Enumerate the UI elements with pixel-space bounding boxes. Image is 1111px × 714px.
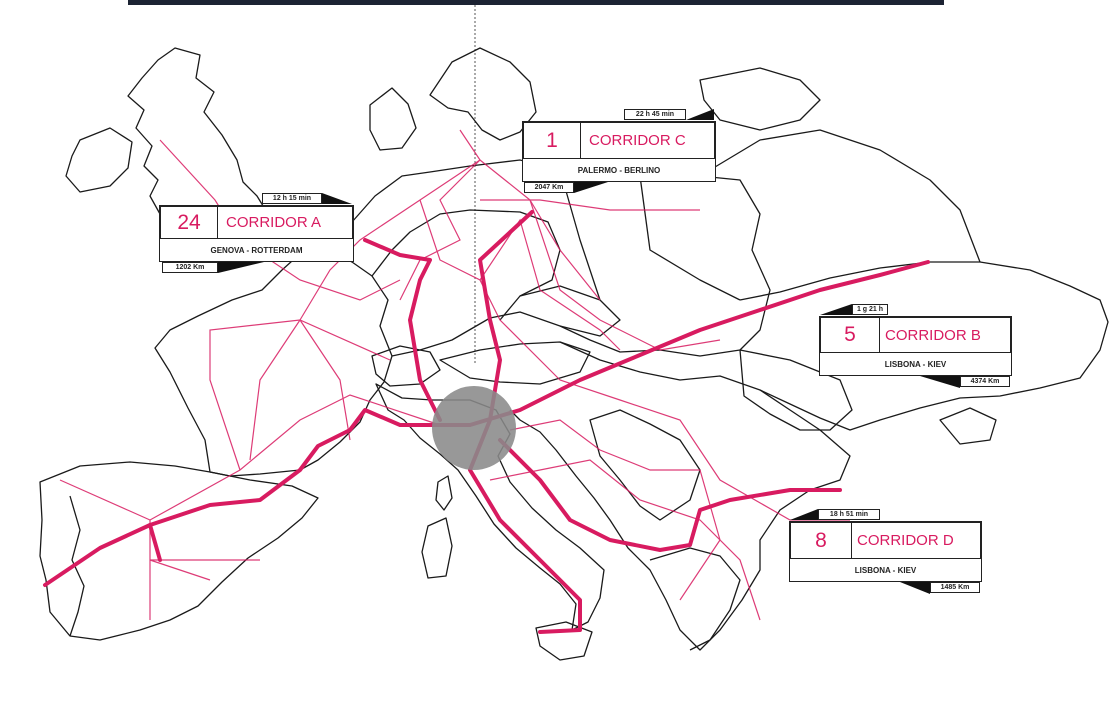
corridor-number: 24 [161, 207, 218, 238]
corridor-route: LISBONA - KIEV [819, 352, 1012, 376]
corridor-number: 1 [524, 123, 581, 158]
hub-circle [432, 386, 516, 470]
tag-triangle [686, 109, 714, 120]
corridor-name: CORRIDOR C [589, 132, 686, 149]
border-switzerland [371, 345, 441, 387]
border-poland [559, 169, 741, 301]
border-baltic [699, 67, 821, 131]
distance-tag: 1485 Km [930, 582, 980, 593]
corridor-box: 24 CORRIDOR A [159, 205, 354, 240]
corridor-route: PALERMO - BERLINO [522, 158, 716, 182]
corridor-box: 5 CORRIDOR B [819, 316, 1012, 354]
travel-time-tag: 18 h 51 min [818, 509, 880, 520]
border-belarus [699, 129, 981, 263]
border-czech [519, 285, 621, 337]
tag-triangle [218, 262, 264, 273]
border-portugal [69, 495, 85, 637]
border-balkans [509, 341, 851, 651]
distance-tag: 2047 Km [524, 182, 574, 193]
route-corridor-d [498, 438, 842, 552]
corridor-name: CORRIDOR A [226, 214, 322, 231]
border-yugoslavia [589, 409, 701, 521]
border-corsica [435, 475, 453, 511]
distance-tag: 4374 Km [960, 376, 1010, 387]
tag-triangle [920, 376, 960, 388]
corridor-route: LISBONA - KIEV [789, 558, 982, 582]
corridor-name: CORRIDOR B [885, 326, 981, 344]
corridor-routes [43, 210, 930, 634]
travel-time-tag: 12 h 15 min [262, 193, 322, 204]
top-banner [128, 0, 944, 5]
tag-triangle [900, 582, 930, 594]
border-iberia [39, 461, 319, 641]
corridor-box: 1 CORRIDOR C [522, 121, 716, 160]
distance-tag: 1202 Km [162, 262, 218, 273]
border-central-europe [329, 159, 771, 357]
border-romania [739, 349, 853, 431]
border-scandinavia [369, 47, 537, 151]
border-crimea [939, 407, 997, 445]
tag-triangle [322, 193, 352, 204]
border-ukraine [739, 261, 1109, 431]
corridor-number: 8 [791, 523, 852, 558]
travel-time-tag: 22 h 45 min [624, 109, 686, 120]
rail-network-thin [59, 129, 850, 621]
border-austria [439, 341, 591, 385]
border-sardinia [421, 517, 453, 579]
corridor-number: 5 [821, 318, 880, 352]
border-germany [371, 209, 561, 321]
border-sicily [535, 621, 593, 661]
route-corridor-a [363, 238, 442, 422]
corridor-box: 8 CORRIDOR D [789, 521, 982, 560]
corridor-name: CORRIDOR D [857, 532, 954, 549]
border-greece [649, 547, 741, 651]
tag-triangle [574, 182, 608, 193]
border-ireland [65, 127, 133, 193]
country-borders [39, 47, 1109, 661]
tag-triangle [820, 304, 852, 315]
route-corridor-c [468, 210, 582, 634]
corridor-route: GENOVA - ROTTERDAM [159, 238, 354, 262]
route-corridor-b [43, 260, 930, 587]
border-france [154, 249, 393, 477]
travel-time-tag: 1 g 21 h [852, 304, 888, 315]
tag-triangle [790, 509, 818, 520]
route-spain-branch [148, 523, 162, 562]
